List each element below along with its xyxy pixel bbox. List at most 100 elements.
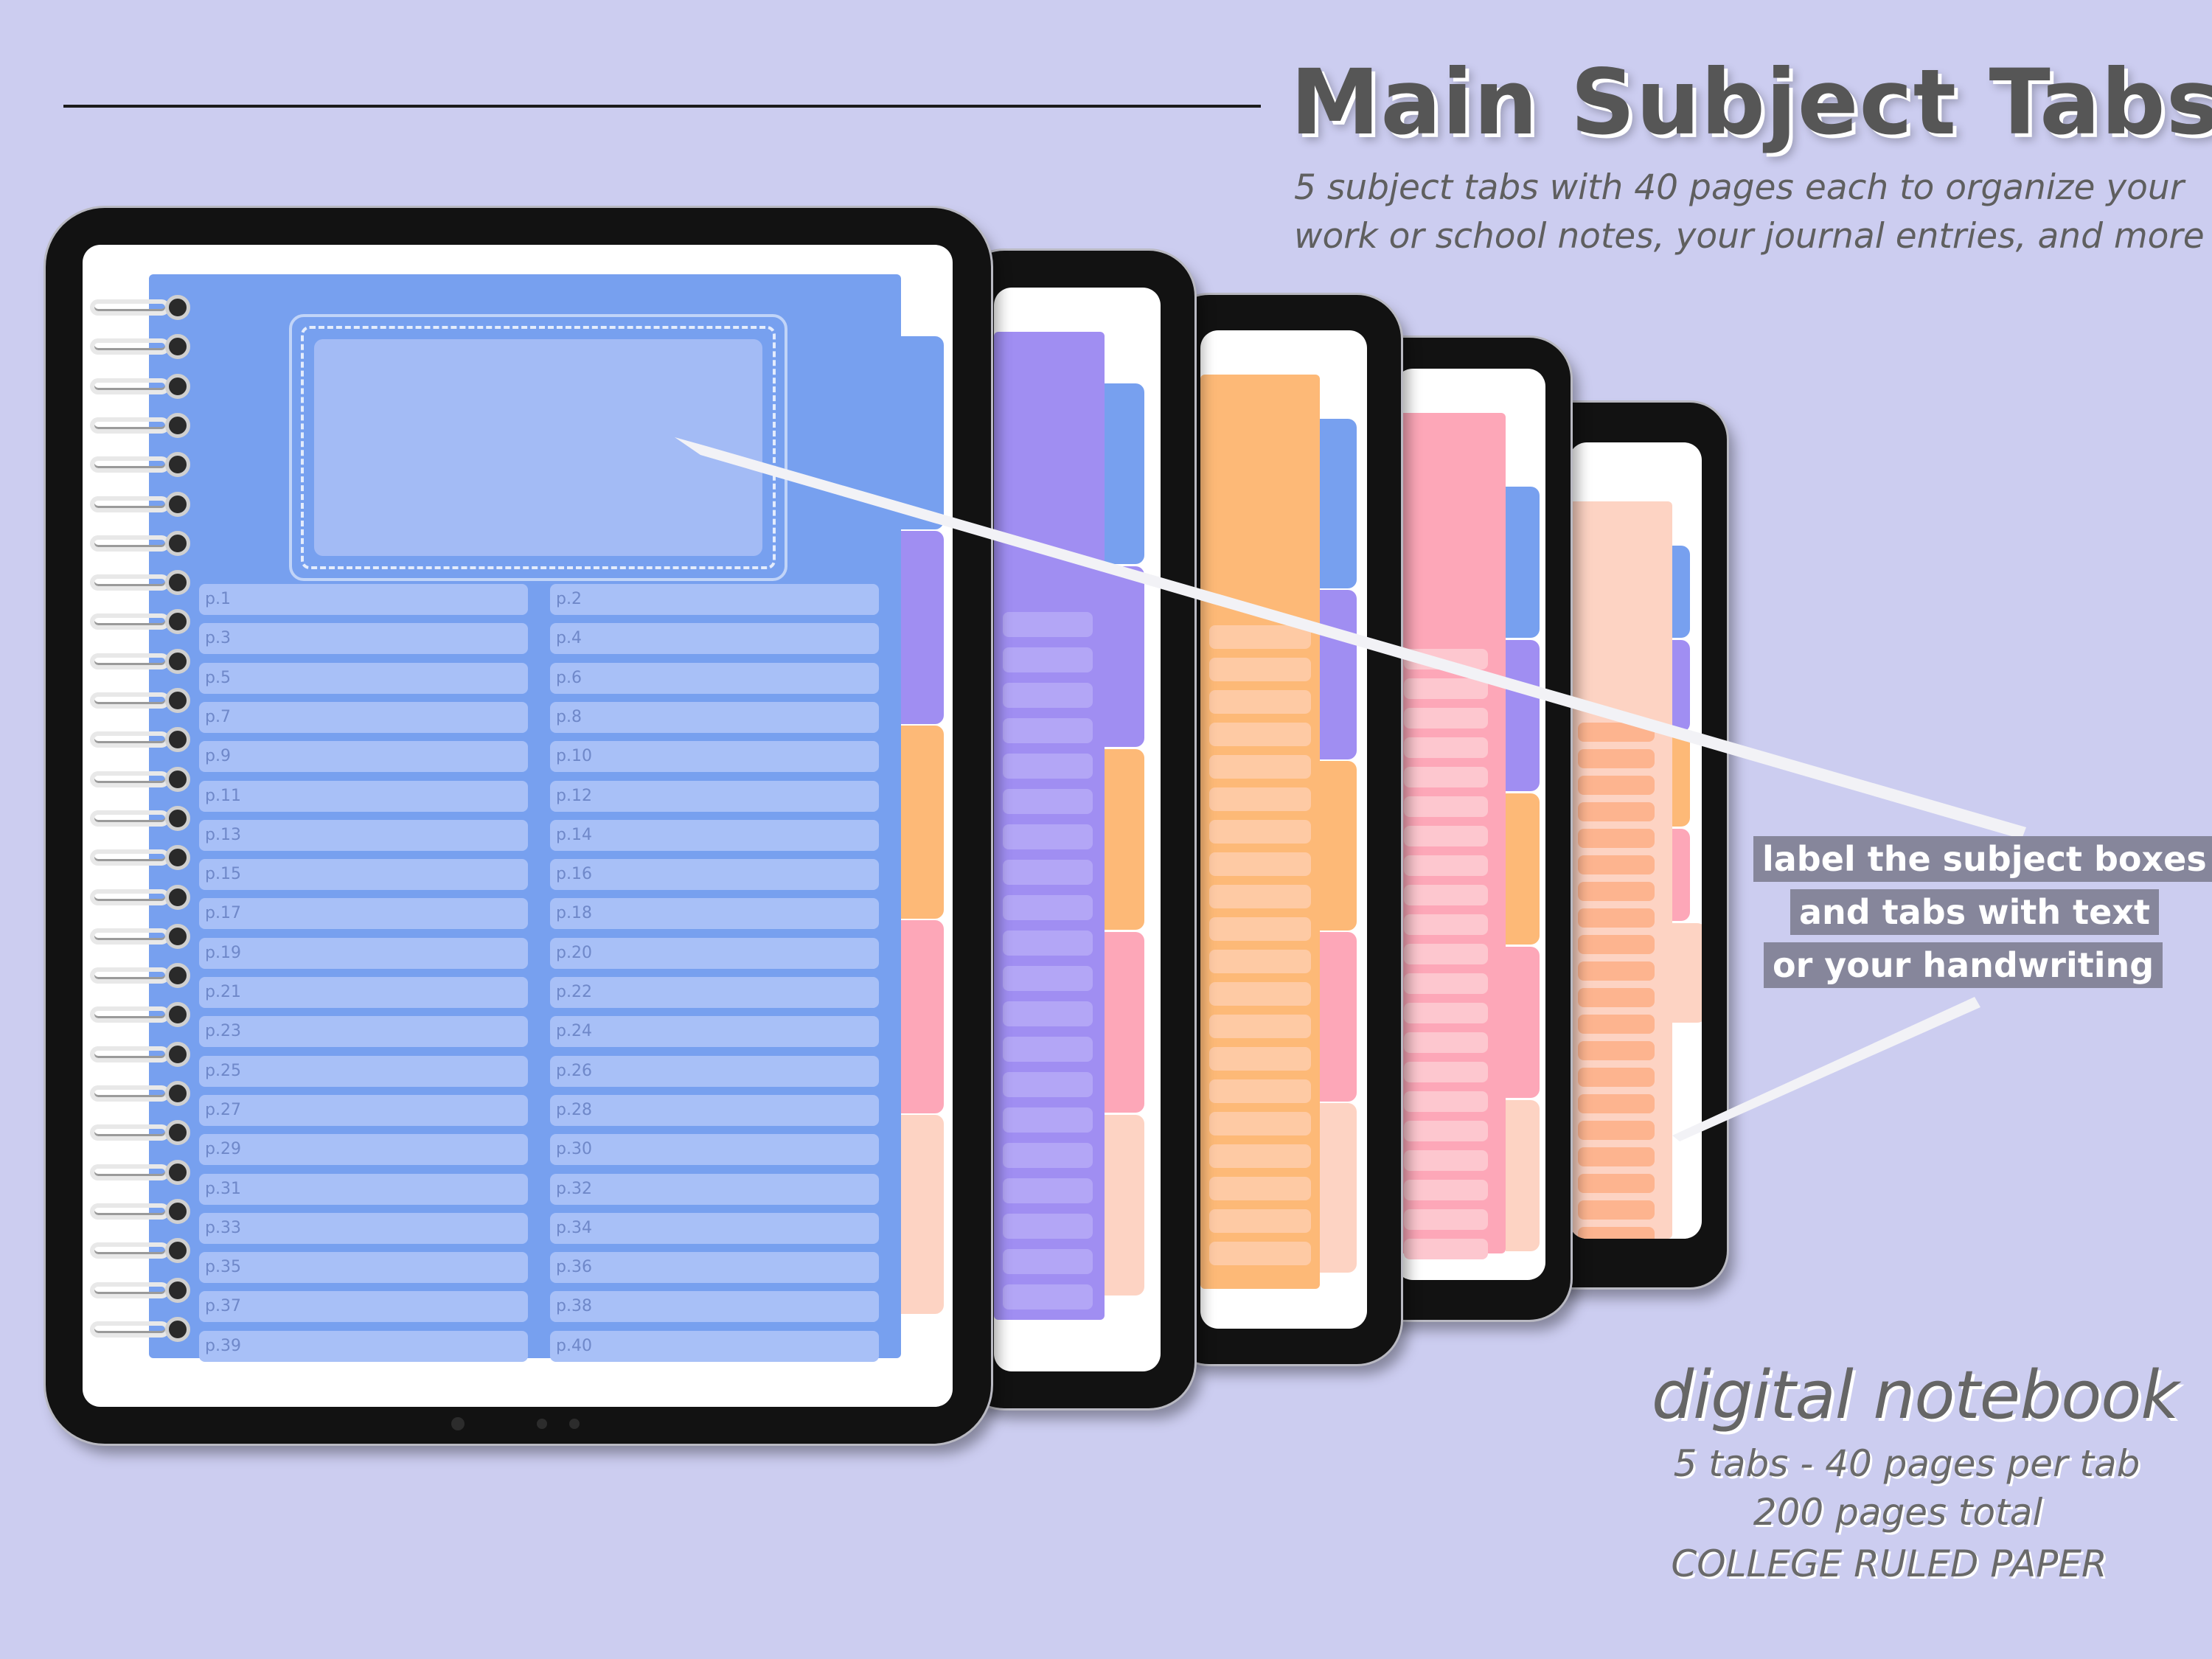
page-row[interactable]: p.5	[199, 662, 528, 694]
tablet-purple-screen	[994, 288, 1161, 1371]
spiral-coil	[87, 1311, 190, 1348]
page-row[interactable]: p.32	[550, 1173, 879, 1205]
peach-tab-pink[interactable]	[1672, 829, 1690, 921]
page-row[interactable]: p.35	[199, 1252, 528, 1284]
page-row[interactable]: p.16	[550, 859, 879, 891]
page-row-preview	[1003, 1178, 1093, 1203]
page-row[interactable]: p.30	[550, 1134, 879, 1166]
page-row-preview	[1003, 683, 1093, 708]
page-row[interactable]: p.11	[199, 780, 528, 812]
coil-hole	[165, 688, 190, 713]
pink-tab-orange[interactable]	[1506, 793, 1540, 945]
purple-tab-blue[interactable]	[1105, 383, 1144, 564]
pink-tab-blue[interactable]	[1506, 487, 1540, 638]
orange-tab-orange[interactable]	[1320, 761, 1357, 931]
spiral-coil	[87, 721, 190, 758]
pink-page	[1395, 413, 1506, 1259]
page-row[interactable]: p.22	[550, 977, 879, 1008]
page-row-preview	[1003, 754, 1093, 779]
page-row[interactable]: p.33	[199, 1212, 528, 1244]
peach-tab-purple[interactable]	[1672, 640, 1690, 732]
peach-tab-orange[interactable]	[1672, 734, 1690, 827]
page-row[interactable]: p.6	[550, 662, 879, 694]
coil-hole	[165, 373, 190, 399]
blue-tab-pink[interactable]	[901, 920, 944, 1113]
spiral-coil	[87, 761, 190, 798]
page-row[interactable]: p.7	[199, 701, 528, 733]
page-row[interactable]: p.12	[550, 780, 879, 812]
page-row-preview	[1209, 723, 1311, 746]
peach-tab-blue[interactable]	[1672, 546, 1690, 638]
coil-hole	[165, 923, 190, 949]
pink-tab-pink[interactable]	[1506, 947, 1540, 1098]
page-row[interactable]: p.10	[550, 741, 879, 773]
spiral-binding	[87, 289, 190, 1351]
page-row[interactable]: p.13	[199, 819, 528, 851]
page-row[interactable]: p.34	[550, 1212, 879, 1244]
pink-tab-purple[interactable]	[1506, 640, 1540, 791]
page-row[interactable]: p.24	[550, 1016, 879, 1048]
orange-tab-blue[interactable]	[1320, 419, 1357, 588]
page-row[interactable]: p.8	[550, 701, 879, 733]
page-row[interactable]: p.28	[550, 1094, 879, 1126]
page-row[interactable]: p.38	[550, 1291, 879, 1323]
blue-tab-orange[interactable]	[901, 726, 944, 919]
page-row-preview	[1404, 796, 1488, 817]
spiral-coil	[87, 879, 190, 916]
page-row[interactable]: p.21	[199, 977, 528, 1008]
page-row[interactable]: p.3	[199, 623, 528, 655]
blue-tab-purple[interactable]	[901, 531, 944, 724]
coil-hole	[165, 491, 190, 517]
page-row[interactable]: p.36	[550, 1252, 879, 1284]
page-row[interactable]: p.2	[550, 584, 879, 615]
page-row[interactable]: p.9	[199, 741, 528, 773]
peach-tab-peach[interactable]	[1672, 923, 1702, 1023]
page-row-preview	[1404, 855, 1488, 876]
page-row-preview	[1578, 1227, 1655, 1239]
page-row[interactable]: p.39	[199, 1330, 528, 1362]
page-row-preview	[1404, 885, 1488, 905]
tablet-orange-screen	[1200, 330, 1367, 1329]
orange-tab-purple[interactable]	[1320, 590, 1357, 759]
callout-line-1: label the subject boxes	[1753, 836, 2212, 882]
page-row[interactable]: p.40	[550, 1330, 879, 1362]
orange-tab-pink[interactable]	[1320, 932, 1357, 1102]
page-row-preview	[1003, 1107, 1093, 1133]
subject-label-box[interactable]	[289, 314, 787, 581]
page-row-preview	[1209, 1047, 1311, 1071]
blue-tab-blue[interactable]	[901, 336, 944, 529]
footer-line-3: COLLEGE RULED PAPER	[1671, 1543, 2107, 1585]
page-row-preview	[1209, 690, 1311, 714]
page-row[interactable]: p.4	[550, 623, 879, 655]
page-row-preview	[1209, 787, 1311, 811]
page-row-preview	[1578, 1174, 1655, 1193]
page-row-preview	[1404, 1180, 1488, 1200]
page-row[interactable]: p.19	[199, 937, 528, 969]
page-row[interactable]: p.1	[199, 584, 528, 615]
page-row-preview	[1003, 1143, 1093, 1168]
page-row[interactable]: p.14	[550, 819, 879, 851]
purple-tab-purple[interactable]	[1105, 566, 1144, 747]
callout-line-2: and tabs with text	[1790, 889, 2159, 935]
coil-hole	[165, 1316, 190, 1342]
purple-tab-pink[interactable]	[1105, 932, 1144, 1113]
purple-tab-peach[interactable]	[1105, 1115, 1144, 1295]
page-row[interactable]: p.20	[550, 937, 879, 969]
page-row-preview	[1209, 885, 1311, 908]
page-row[interactable]: p.31	[199, 1173, 528, 1205]
page-row[interactable]: p.29	[199, 1134, 528, 1166]
orange-tab-peach[interactable]	[1320, 1103, 1357, 1273]
coil-hole	[165, 570, 190, 596]
page-row[interactable]: p.25	[199, 1055, 528, 1087]
page-row[interactable]: p.26	[550, 1055, 879, 1087]
page-row[interactable]: p.15	[199, 859, 528, 891]
page-row[interactable]: p.27	[199, 1094, 528, 1126]
page-row[interactable]: p.23	[199, 1016, 528, 1048]
pink-tab-peach[interactable]	[1506, 1100, 1540, 1251]
purple-tab-orange[interactable]	[1105, 749, 1144, 930]
page-row[interactable]: p.18	[550, 898, 879, 930]
page-row-preview	[1003, 789, 1093, 814]
page-row[interactable]: p.17	[199, 898, 528, 930]
page-row[interactable]: p.37	[199, 1291, 528, 1323]
blue-tab-peach[interactable]	[901, 1115, 944, 1314]
